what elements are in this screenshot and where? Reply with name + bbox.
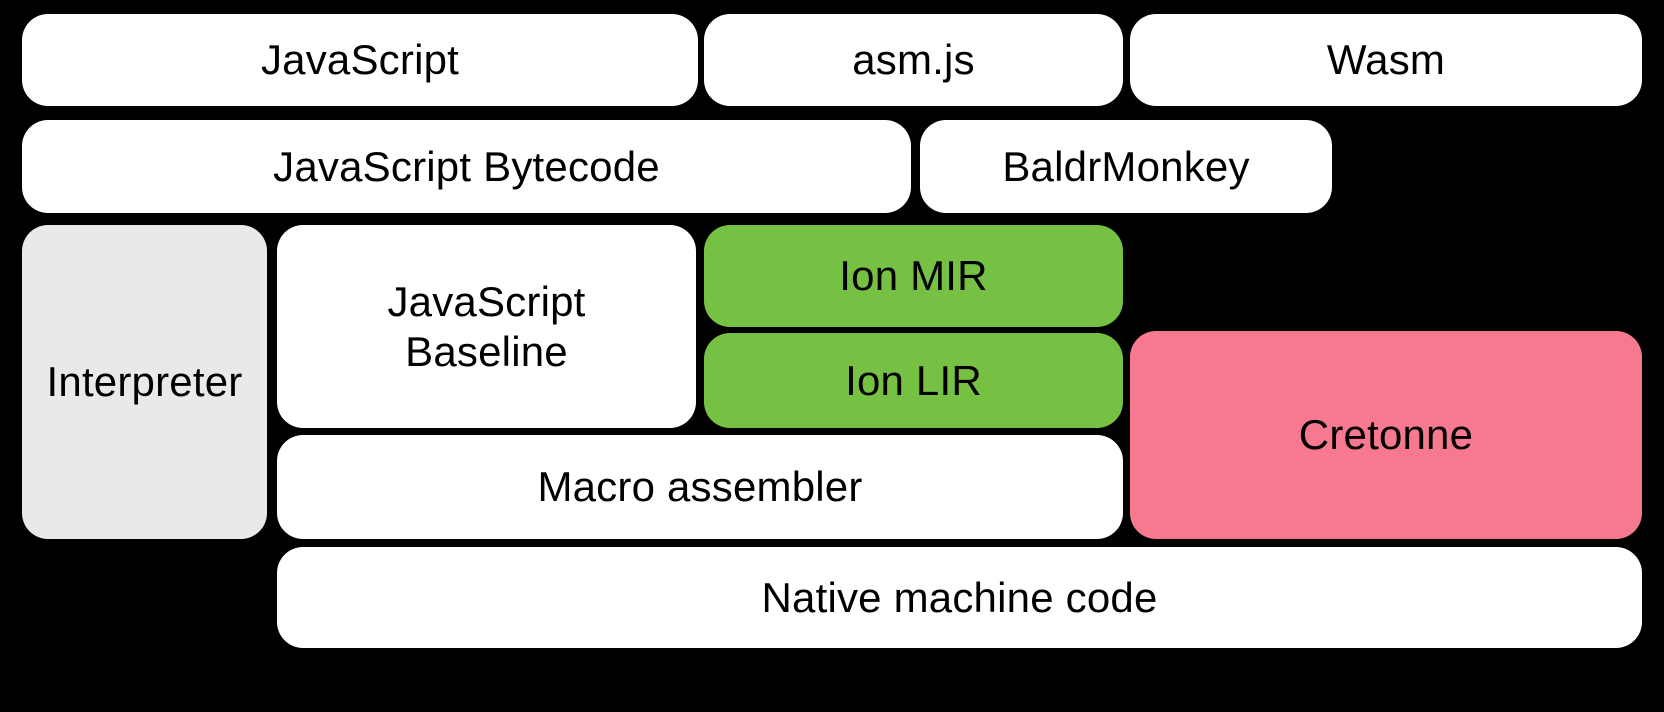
box-wasm: Wasm [1130,14,1642,106]
box-label: Ion LIR [845,356,982,404]
box-macro-assembler: Macro assembler [277,435,1123,539]
box-label: Wasm [1326,36,1446,84]
box-label: JavaScript Bytecode [273,142,660,190]
box-ion-lir: Ion LIR [704,333,1123,428]
box-label: asm.js [852,36,975,84]
box-asm-js: asm.js [704,14,1123,106]
box-cretonne: Cretonne [1130,331,1642,539]
box-label: JavaScript [260,36,460,84]
box-interpreter: Interpreter [22,225,267,539]
box-label: Cretonne [1298,411,1474,459]
box-label: JavaScript Baseline [387,277,586,375]
box-label: Native machine code [761,573,1158,621]
box-baldrmonkey: BaldrMonkey [920,120,1332,213]
box-native-machine-code: Native machine code [277,547,1642,648]
box-label: Ion MIR [839,252,988,300]
box-javascript: JavaScript [22,14,698,106]
box-javascript-baseline: JavaScript Baseline [277,225,696,428]
box-javascript-bytecode: JavaScript Bytecode [22,120,911,213]
box-ion-mir: Ion MIR [704,225,1123,327]
box-label: Interpreter [46,358,243,406]
box-label: BaldrMonkey [1002,142,1250,190]
box-label: Macro assembler [537,463,863,511]
